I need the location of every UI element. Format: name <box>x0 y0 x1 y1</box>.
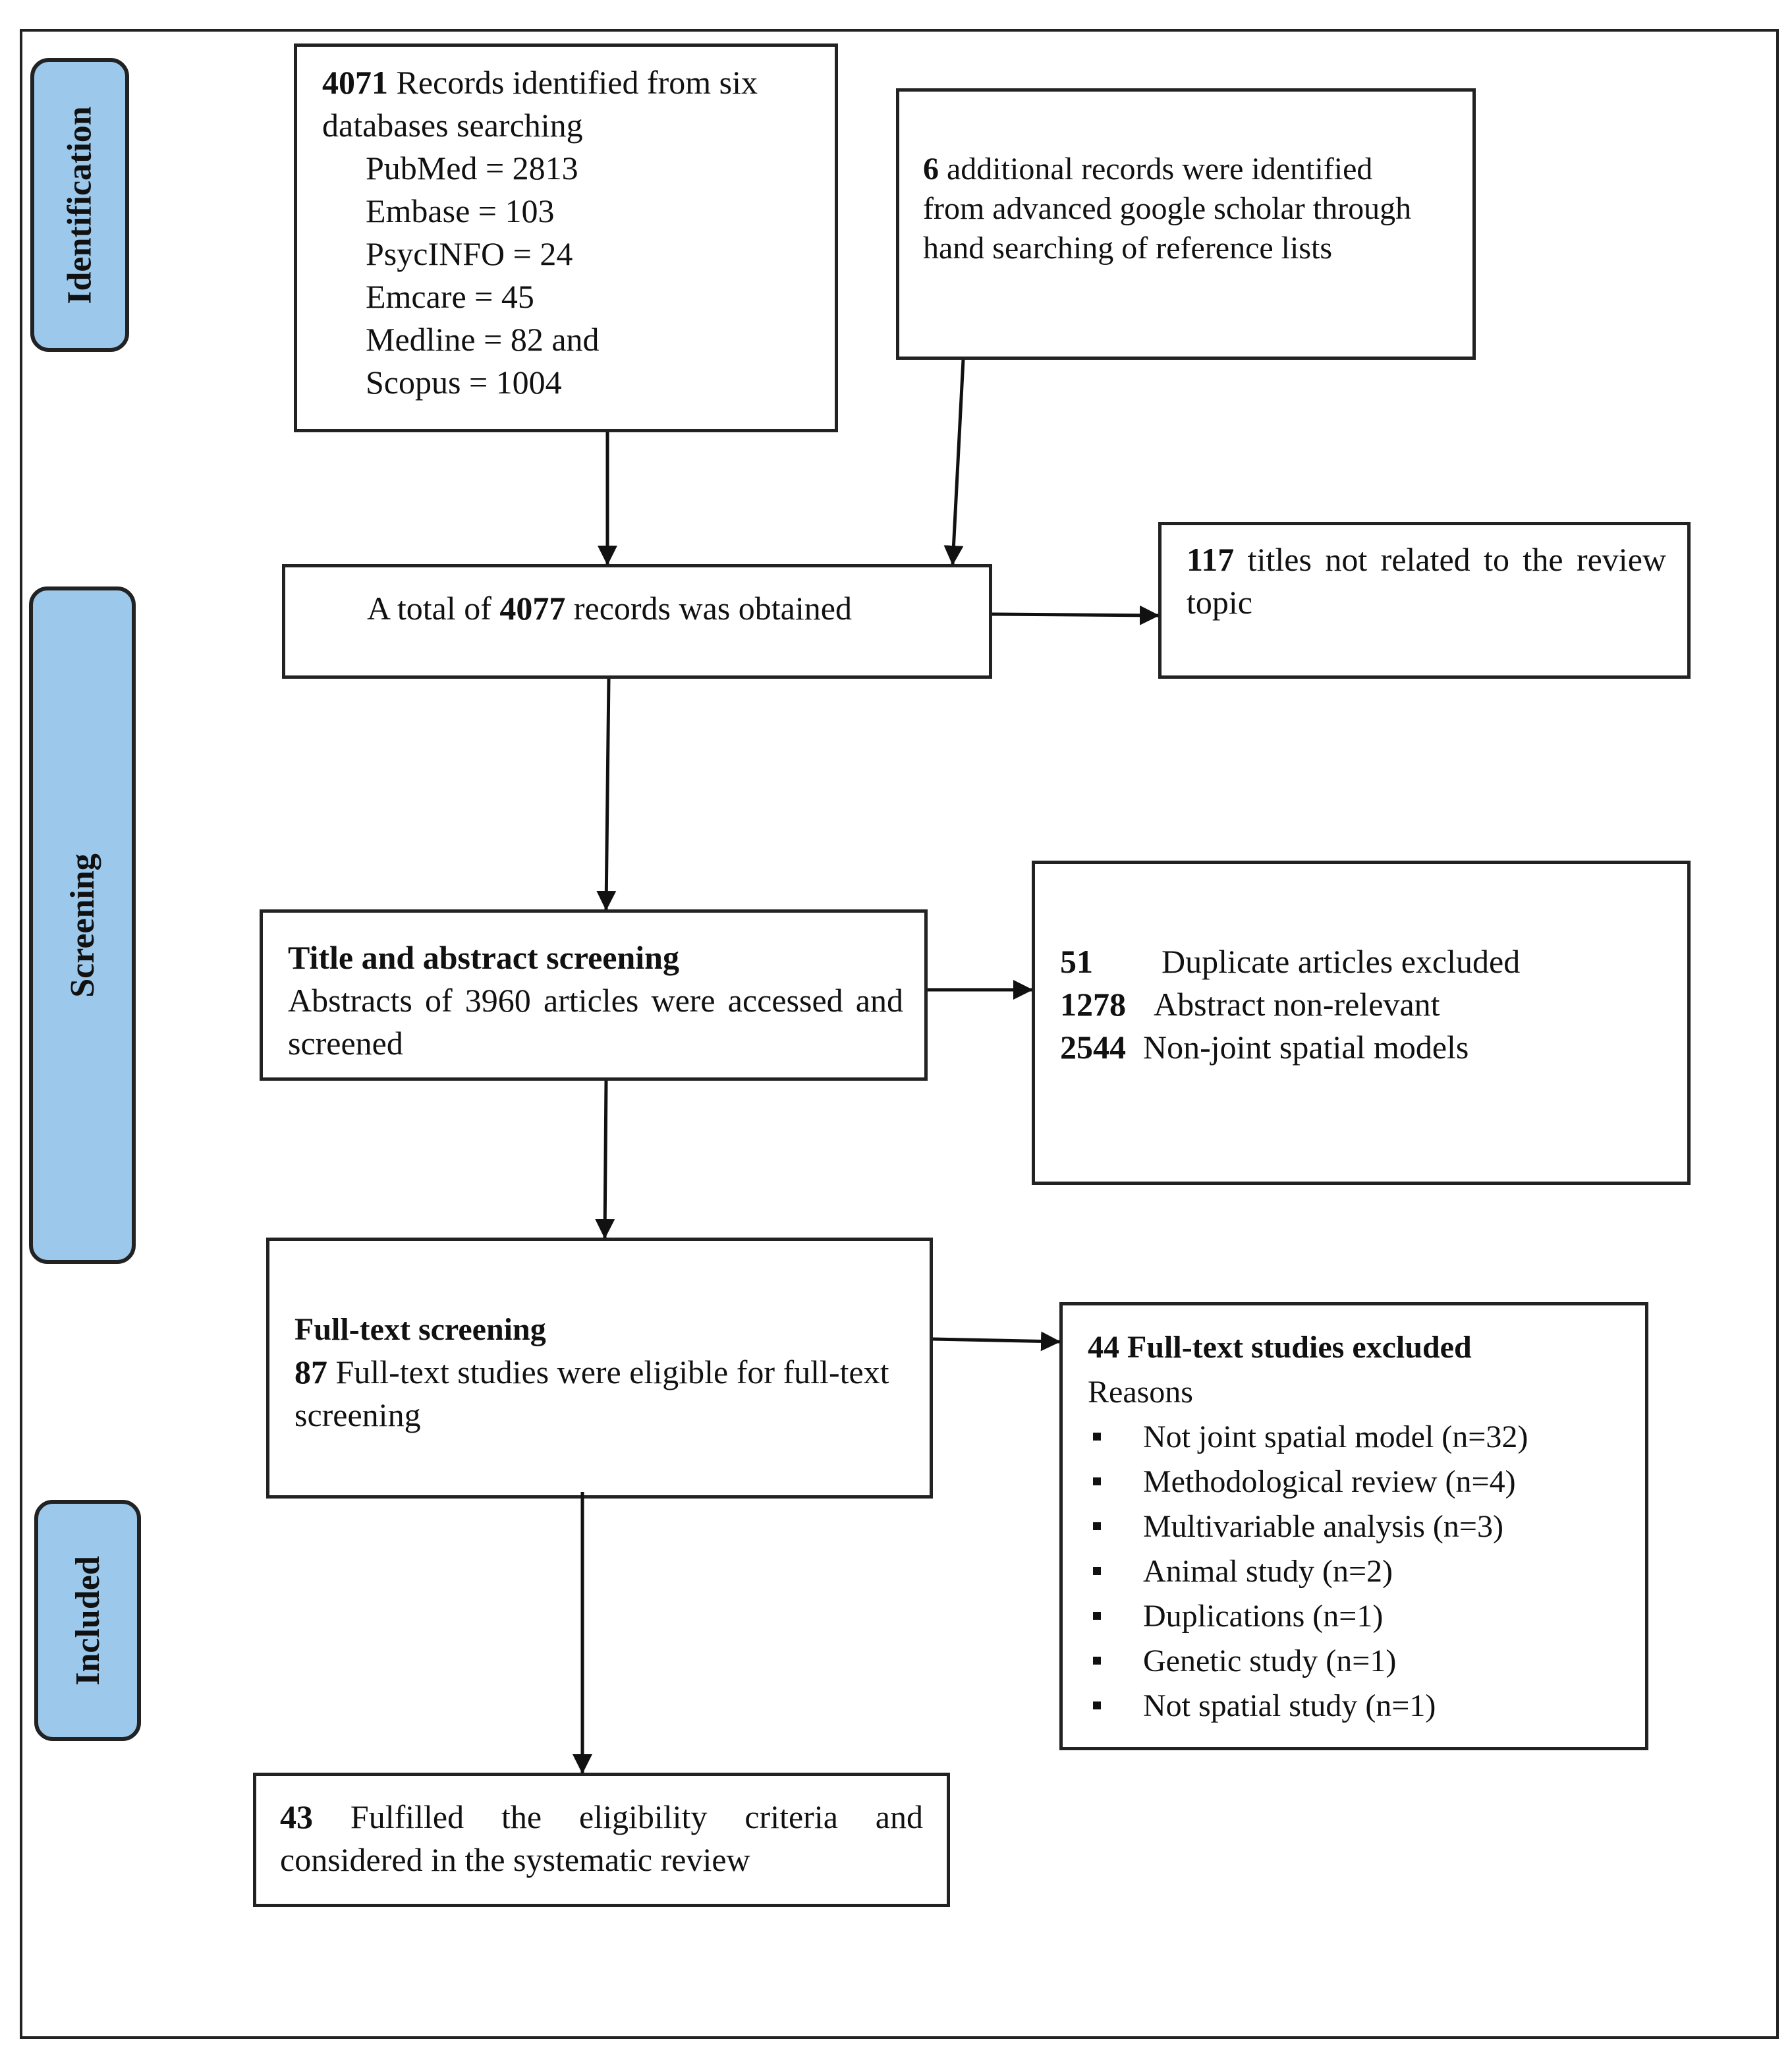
titles-excluded-count: 117 <box>1187 541 1235 578</box>
additional-records-count: 6 <box>923 152 939 186</box>
full-text-count: 87 <box>294 1354 327 1390</box>
exclusion-count: 2544 <box>1060 1029 1126 1066</box>
additional-records-text-2: from advanced google scholar through <box>923 191 1412 226</box>
titles-excluded-box: 117 titles not related to the review top… <box>1158 522 1691 679</box>
additional-records-text-3: hand searching of reference lists <box>923 231 1333 266</box>
exclusion-reason: Duplications (n=1) <box>1088 1594 1645 1639</box>
included-studies-box: 43 Fulfilled the eligibility criteria an… <box>253 1773 950 1907</box>
exclusion-reason: Genetic study (n=1) <box>1088 1639 1645 1684</box>
reasons-label: Reasons <box>1088 1375 1193 1410</box>
stage-screening-label: Screening <box>63 853 101 998</box>
exclusion-text: Non-joint spatial models <box>1143 1029 1469 1066</box>
abstract-exclusion-row: 1278 Abstract non-relevant <box>1060 983 1687 1026</box>
exclusion-reason: Not spatial study (n=1) <box>1088 1684 1645 1729</box>
additional-records-text: additional records were identified <box>939 152 1373 186</box>
exclusion-text: Abstract non-relevant <box>1154 986 1440 1023</box>
exclusion-count: 1278 <box>1060 986 1126 1023</box>
stage-identification: Identification <box>30 58 129 352</box>
database-count: Medline = 82 and <box>366 321 600 358</box>
total-records-prefix: A total of <box>367 590 500 627</box>
included-count: 43 <box>280 1798 313 1835</box>
exclusion-reason: Not joint spatial model (n=32) <box>1088 1415 1645 1460</box>
total-records-box: A total of 4077 records was obtained <box>282 564 992 679</box>
records-identified-text: Records identified from six <box>388 64 758 101</box>
included-text: Fulfilled the eligibility criteria and c… <box>280 1798 923 1878</box>
database-count: PsycINFO = 24 <box>366 235 573 272</box>
database-count: Scopus = 1004 <box>366 364 562 401</box>
total-records-suffix: records was obtained <box>565 590 852 627</box>
title-abstract-text: Abstracts of 3960 articles were accessed… <box>288 982 903 1062</box>
stage-screening: Screening <box>29 586 136 1264</box>
exclusion-reason: Multivariable analysis (n=3) <box>1088 1504 1645 1549</box>
exclusion-reason: Methodological review (n=4) <box>1088 1460 1645 1504</box>
records-identified-text-2: databases searching <box>322 107 583 144</box>
exclusion-text: Duplicate articles excluded <box>1162 943 1521 980</box>
full-text-exclusions-box: 44 Full-text studies excluded Reasons No… <box>1059 1302 1648 1750</box>
records-identified-count: 4071 <box>322 64 388 101</box>
full-text-text: Full-text studies were eligible for full… <box>294 1354 889 1433</box>
database-count: PubMed = 2813 <box>366 150 578 186</box>
stage-included: Included <box>34 1500 141 1741</box>
records-identified-box: 4071 Records identified from six databas… <box>294 43 838 432</box>
titles-excluded-text: titles not related to the review topic <box>1187 541 1666 621</box>
abstract-exclusion-row: 2544 Non-joint spatial models <box>1060 1026 1687 1069</box>
abstract-exclusion-row: 51 Duplicate articles excluded <box>1060 940 1687 983</box>
full-text-excluded-heading: 44 Full-text studies excluded <box>1088 1330 1472 1365</box>
abstract-exclusions-box: 51 Duplicate articles excluded 1278 Abst… <box>1032 861 1691 1185</box>
title-abstract-heading: Title and abstract screening <box>288 939 679 976</box>
stage-included-label: Included <box>69 1555 107 1686</box>
additional-records-box: 6 additional records were identified fro… <box>896 88 1476 360</box>
diagram-frame <box>20 29 1779 2039</box>
title-abstract-screening-box: Title and abstract screening Abstracts o… <box>260 909 928 1081</box>
total-records-count: 4077 <box>499 590 566 627</box>
exclusion-reason: Animal study (n=2) <box>1088 1549 1645 1594</box>
database-count: Emcare = 45 <box>366 278 534 315</box>
stage-identification-label: Identification <box>61 105 99 304</box>
exclusion-count: 51 <box>1060 943 1093 980</box>
full-text-screening-box: Full-text screening 87 Full-text studies… <box>266 1238 933 1499</box>
database-count: Embase = 103 <box>366 192 555 229</box>
full-text-heading: Full-text screening <box>294 1312 546 1347</box>
